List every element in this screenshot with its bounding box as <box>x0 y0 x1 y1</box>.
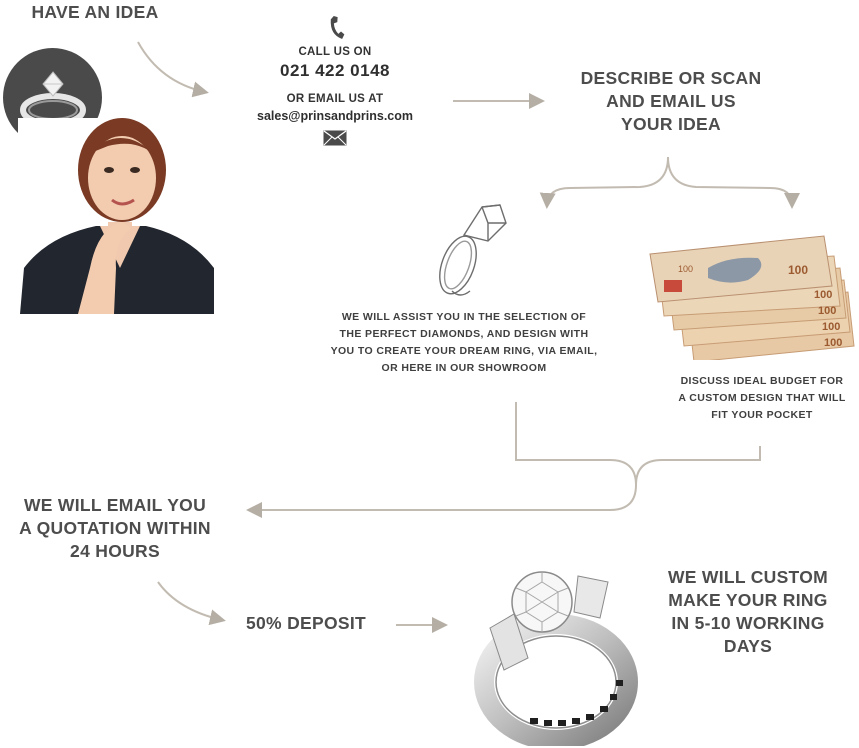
quote-line-1: WE WILL EMAIL YOU <box>23 495 207 515</box>
arrow-idea-to-contact <box>137 41 209 98</box>
assist-line-3: YOU TO CREATE YOUR DREAM RING, VIA EMAIL… <box>330 345 598 357</box>
make-line-3: IN 5-10 WORKING <box>671 613 825 633</box>
budget-line-1: DISCUSS IDEAL BUDGET FOR <box>680 375 844 387</box>
svg-text:100: 100 <box>818 305 836 317</box>
svg-text:100: 100 <box>822 321 840 333</box>
describe-line-2: AND EMAIL US <box>606 91 736 111</box>
step-discuss-budget: DISCUSS IDEAL BUDGET FOR A CUSTOM DESIGN… <box>672 373 852 424</box>
svg-text:100: 100 <box>824 337 842 349</box>
describe-line-1: DESCRIBE OR SCAN <box>580 68 762 88</box>
envelope-icon[interactable] <box>323 130 347 146</box>
step-have-an-idea: HAVE AN IDEA <box>31 2 159 22</box>
ring-sketch-illustration <box>439 204 507 296</box>
make-line-2: MAKE YOUR RING <box>668 590 828 610</box>
assist-line-1: WE WILL ASSIST YOU IN THE SELECTION OF <box>341 311 587 323</box>
brace-split <box>539 156 669 209</box>
quote-line-3: 24 HOURS <box>70 541 160 561</box>
banknotes-illustration: 100 100 100 100 100 100 <box>649 235 855 360</box>
make-line-1: WE WILL CUSTOM <box>667 567 829 587</box>
step-email-quotation: WE WILL EMAIL YOU A QUOTATION WITHIN 24 … <box>6 494 224 563</box>
brace-merge <box>246 402 638 518</box>
call-us-label: CALL US ON <box>298 46 372 58</box>
brace-merge-right <box>635 446 761 486</box>
step-deposit: 50% DEPOSIT <box>245 613 366 633</box>
assist-line-4: OR HERE IN OUR SHOWROOM <box>381 362 547 374</box>
make-line-4: DAYS <box>723 636 773 656</box>
step-custom-make: WE WILL CUSTOM MAKE YOUR RING IN 5-10 WO… <box>650 566 846 658</box>
budget-line-2: A CUSTOM DESIGN THAT WILL <box>678 392 846 404</box>
svg-text:100: 100 <box>788 263 808 277</box>
diamond-ring-illustration <box>474 571 638 746</box>
describe-line-3: YOUR IDEA <box>621 114 721 134</box>
svg-text:100: 100 <box>678 264 693 274</box>
svg-text:100: 100 <box>814 289 832 301</box>
step-assist-selection: WE WILL ASSIST YOU IN THE SELECTION OF T… <box>326 309 602 377</box>
step-describe-or-scan: DESCRIBE OR SCAN AND EMAIL US YOUR IDEA <box>565 67 777 136</box>
assist-line-2: THE PERFECT DIAMONDS, AND DESIGN WITH <box>339 328 589 340</box>
email-us-label: OR EMAIL US AT <box>286 93 384 105</box>
woman-thinking-illustration <box>18 118 216 314</box>
budget-line-3: FIT YOUR POCKET <box>711 409 813 421</box>
email-address[interactable]: sales@prinsandprins.com <box>257 109 413 123</box>
quote-line-2: A QUOTATION WITHIN <box>19 518 211 538</box>
phone-number[interactable]: 021 422 0148 <box>280 61 390 80</box>
brace-split-right <box>667 156 800 209</box>
arrow-quote-to-deposit <box>157 581 226 626</box>
phone-icon <box>330 16 345 39</box>
